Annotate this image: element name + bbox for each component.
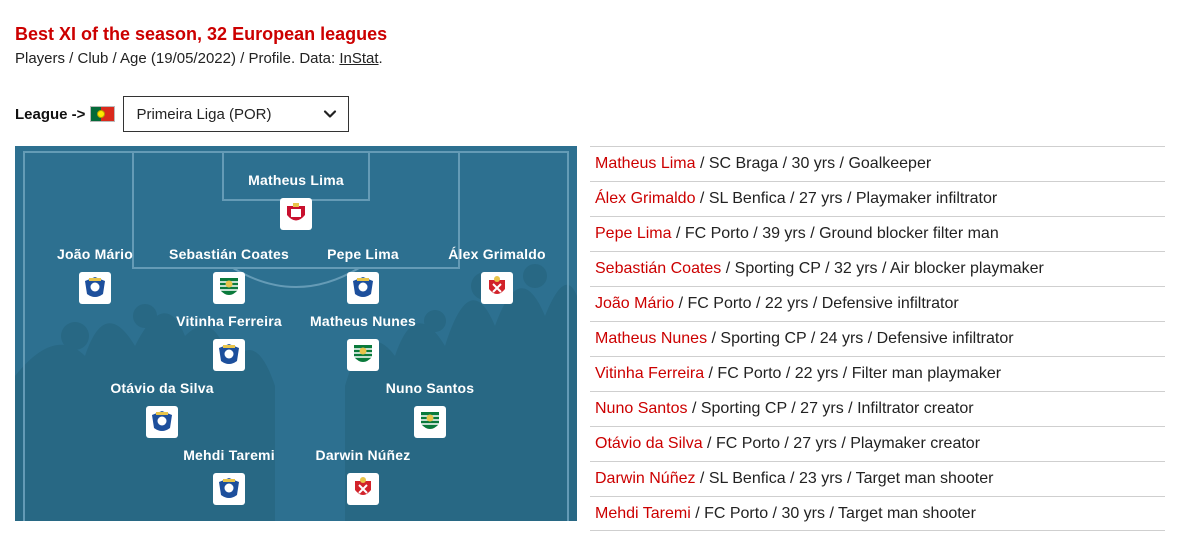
pitch-player-name: Matheus Lima bbox=[248, 172, 344, 188]
player-name-link[interactable]: Sebastián Coates bbox=[595, 260, 722, 277]
player-details: / FC Porto / 39 yrs / Ground blocker fil… bbox=[671, 225, 999, 242]
sporting-club-badge-icon bbox=[213, 272, 245, 304]
player-name-link[interactable]: Álex Grimaldo bbox=[595, 190, 696, 207]
subtitle-suffix: . bbox=[378, 50, 383, 67]
benfica-club-badge-icon bbox=[347, 473, 379, 505]
porto-club-badge-icon bbox=[213, 473, 245, 505]
pitch-player-name: Matheus Nunes bbox=[309, 313, 417, 329]
list-item: Álex Grimaldo / SL Benfica / 27 yrs / Pl… bbox=[590, 181, 1165, 216]
player-details: / FC Porto / 30 yrs / Target man shooter bbox=[690, 504, 976, 522]
list-item: Darwin Núñez / SL Benfica / 23 yrs / Tar… bbox=[590, 461, 1165, 496]
pitch-player-name: Pepe Lima bbox=[327, 246, 399, 262]
player-details: / Sporting CP / 32 yrs / Air blocker pla… bbox=[721, 260, 1044, 277]
pitch-player[interactable]: Álex Grimaldo bbox=[422, 246, 572, 304]
pitch-player[interactable]: Matheus Nunes bbox=[288, 313, 438, 371]
chevron-down-icon bbox=[324, 110, 337, 118]
page-subtitle: Players / Club / Age (19/05/2022) / Prof… bbox=[15, 50, 383, 67]
player-name-link[interactable]: Vitinha Ferreira bbox=[595, 365, 705, 382]
pitch-player[interactable]: Nuno Santos bbox=[355, 380, 505, 438]
porto-club-badge-icon bbox=[79, 272, 111, 304]
player-name-link[interactable]: Matheus Lima bbox=[595, 155, 696, 172]
player-details: / Sporting CP / 24 yrs / Defensive infil… bbox=[707, 330, 1014, 347]
player-name-link[interactable]: Pepe Lima bbox=[595, 225, 672, 242]
porto-club-badge-icon bbox=[146, 406, 178, 438]
league-selector-row: League -> Primeira Liga (POR) bbox=[15, 96, 350, 132]
pitch-player[interactable]: João Mário bbox=[20, 246, 170, 304]
pitch-player[interactable]: Pepe Lima bbox=[288, 246, 438, 304]
porto-club-badge-icon bbox=[213, 339, 245, 371]
pitch-player[interactable]: Mehdi Taremi bbox=[154, 447, 304, 505]
player-details: / Sporting CP / 27 yrs / Infiltrator cre… bbox=[687, 400, 974, 417]
pitch-player-name: Nuno Santos bbox=[385, 380, 475, 396]
player-name-link[interactable]: Darwin Núñez bbox=[595, 470, 696, 487]
list-item: Matheus Nunes / Sporting CP / 24 yrs / D… bbox=[590, 321, 1165, 356]
list-item: Vitinha Ferreira / FC Porto / 22 yrs / F… bbox=[590, 356, 1165, 391]
league-select[interactable]: Primeira Liga (POR) bbox=[123, 96, 350, 132]
pitch-player[interactable]: Vitinha Ferreira bbox=[154, 313, 304, 371]
page-title: Best XI of the season, 32 European leagu… bbox=[15, 24, 388, 44]
list-item: João Mário / FC Porto / 22 yrs / Defensi… bbox=[590, 286, 1165, 321]
player-name-link[interactable]: Nuno Santos bbox=[595, 400, 688, 417]
list-item: Nuno Santos / Sporting CP / 27 yrs / Inf… bbox=[590, 391, 1165, 426]
player-name-link[interactable]: João Mário bbox=[595, 295, 675, 312]
benfica-club-badge-icon bbox=[481, 272, 513, 304]
player-details: / FC Porto / 27 yrs / Playmaker creator bbox=[702, 435, 981, 452]
pitch-player-name: Sebastián Coates bbox=[169, 246, 289, 262]
sporting-club-badge-icon bbox=[414, 406, 446, 438]
pitch-player-name: Álex Grimaldo bbox=[448, 246, 546, 262]
pitch-player-name: Darwin Núñez bbox=[315, 447, 411, 463]
league-select-value: Primeira Liga (POR) bbox=[136, 105, 272, 123]
pitch-player-name: Mehdi Taremi bbox=[183, 447, 275, 463]
sporting-club-badge-icon bbox=[347, 339, 379, 371]
pitch-player[interactable]: Darwin Núñez bbox=[288, 447, 438, 505]
pitch-player[interactable]: Sebastián Coates bbox=[154, 246, 304, 304]
player-details: / SC Braga / 30 yrs / Goalkeeper bbox=[695, 155, 932, 172]
pitch-markings bbox=[15, 151, 577, 521]
player-details: / FC Porto / 22 yrs / Filter man playmak… bbox=[704, 365, 1002, 382]
list-item: Otávio da Silva / FC Porto / 27 yrs / Pl… bbox=[590, 426, 1165, 461]
player-name-link[interactable]: Matheus Nunes bbox=[595, 330, 708, 347]
player-details: / SL Benfica / 23 yrs / Target man shoot… bbox=[695, 470, 994, 487]
pitch-player[interactable]: Matheus Lima bbox=[221, 172, 371, 230]
pitch-player-name: Otávio da Silva bbox=[110, 380, 214, 396]
subtitle-text: Players / Club / Age (19/05/2022) / Prof… bbox=[15, 50, 340, 67]
list-item: Pepe Lima / FC Porto / 39 yrs / Ground b… bbox=[590, 216, 1165, 251]
pitch-player-name: João Mário bbox=[57, 246, 133, 262]
player-name-link[interactable]: Otávio da Silva bbox=[595, 435, 703, 452]
player-list: Matheus Lima / SC Braga / 30 yrs / Goalk… bbox=[590, 146, 1165, 531]
player-details: / SL Benfica / 27 yrs / Playmaker infilt… bbox=[695, 190, 998, 207]
list-item: Sebastián Coates / Sporting CP / 32 yrs … bbox=[590, 251, 1165, 286]
portugal-flag-icon bbox=[90, 106, 116, 122]
porto-club-badge-icon bbox=[347, 272, 379, 304]
player-name-link[interactable]: Mehdi Taremi bbox=[595, 504, 691, 522]
instat-link[interactable]: InStat bbox=[339, 50, 379, 67]
list-item: Mehdi Taremi / FC Porto / 30 yrs / Targe… bbox=[590, 496, 1165, 531]
pitch-player[interactable]: Otávio da Silva bbox=[87, 380, 237, 438]
player-details: / FC Porto / 22 yrs / Defensive infiltra… bbox=[674, 295, 959, 312]
pitch-player-name: Vitinha Ferreira bbox=[176, 313, 282, 329]
list-item: Matheus Lima / SC Braga / 30 yrs / Goalk… bbox=[590, 146, 1165, 181]
braga-club-badge-icon bbox=[280, 198, 312, 230]
league-label: League -> bbox=[15, 105, 86, 123]
